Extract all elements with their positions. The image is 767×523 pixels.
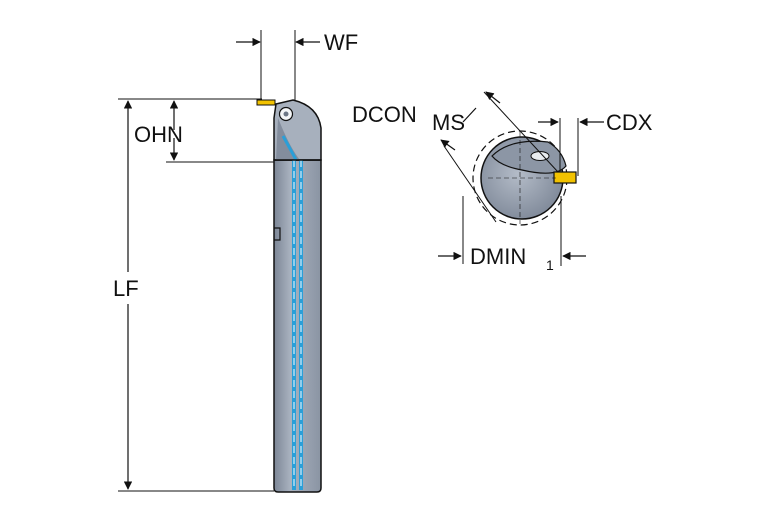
label-lf: LF <box>113 276 139 301</box>
label-wf: WF <box>324 30 358 55</box>
bar-shank <box>273 159 322 493</box>
label-dcon: DCON <box>352 102 417 127</box>
label-cdx: CDX <box>606 110 653 135</box>
cutting-insert-side <box>256 99 276 106</box>
end-view: DCON MS CDX DMIN 1 <box>352 91 653 273</box>
label-dmin: DMIN <box>470 244 526 269</box>
shank-flat <box>274 227 281 241</box>
cutting-insert-end <box>553 171 577 184</box>
label-dmin-sub: 1 <box>546 257 554 273</box>
side-view: WF OHN LF <box>113 30 358 493</box>
label-ohn: OHN <box>134 122 183 147</box>
head-top <box>491 140 567 174</box>
label-dcon-sub: MS <box>432 110 465 135</box>
